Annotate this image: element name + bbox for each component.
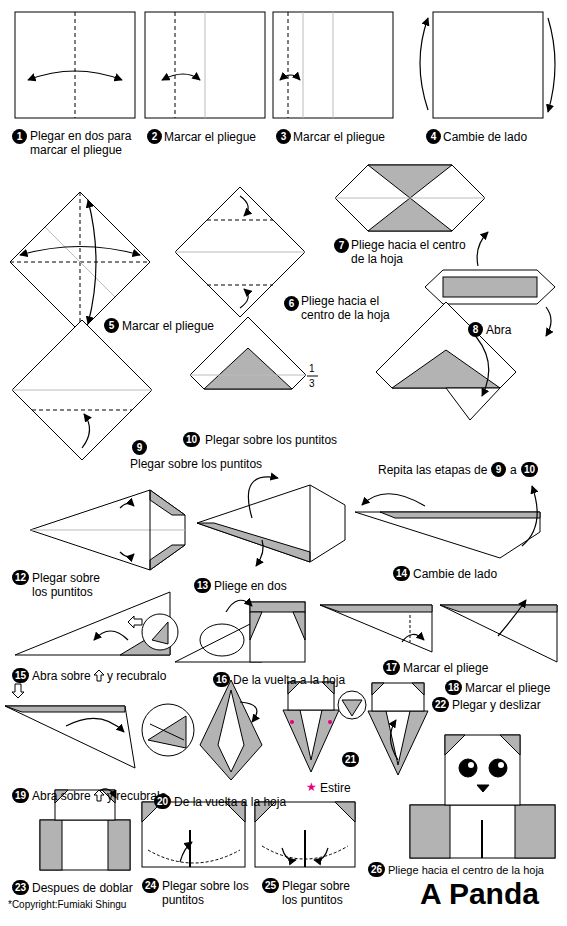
callout-number: 10: [183, 432, 200, 447]
step-caption: Marcar el pliege: [465, 681, 550, 695]
callout-number: 24: [142, 878, 159, 893]
callout-number: 9: [132, 440, 147, 455]
step-caption: Plegar sobre los puntitos: [32, 571, 110, 599]
step-caption: Pliege hacia el centro de la hoja: [351, 238, 466, 266]
callout-number: 1: [12, 129, 27, 144]
callout-number: 14: [393, 566, 410, 581]
step-caption: Plegar en dos para marcar el pliegue: [30, 129, 140, 157]
callout-number: 20: [154, 794, 171, 809]
step-caption: De la vuelta a la hoja: [174, 795, 286, 809]
callout-number: 25: [262, 878, 279, 893]
step-caption: Plegar sobre los puntitos: [162, 879, 254, 907]
callout-number: 21: [342, 752, 359, 767]
step-caption: Pliege hacia el centro de la hoja: [388, 863, 544, 877]
callout-number: 7: [334, 238, 349, 253]
callout-number: 17: [383, 660, 400, 675]
callout-number: 22: [432, 697, 449, 712]
callout-number: 3: [276, 129, 291, 144]
step-caption: Marcar el pliegue: [122, 319, 214, 333]
step-caption: Despues de doblar: [32, 881, 133, 895]
fraction-digit: 3: [309, 378, 315, 390]
callout-number: 9: [491, 462, 506, 477]
title: A Panda: [420, 878, 539, 910]
callout-number: 8: [468, 322, 483, 337]
copyright-note: *Copyright:Fumiaki Shingu: [8, 899, 126, 911]
step-caption: Abra sobre: [32, 789, 91, 803]
step-caption: a: [510, 463, 517, 477]
step-caption: Repita las etapas de: [378, 463, 487, 477]
step-caption: Plegar y deslizar: [452, 698, 541, 712]
callout-number: 23: [12, 880, 29, 895]
callout-number: 26: [368, 862, 385, 877]
step-caption: Marcar el pliegue: [164, 130, 256, 144]
callout-number: 12: [12, 570, 29, 585]
step-caption: Plegar sobre los puntitos: [282, 879, 360, 907]
step-caption: Plegar sobre los puntitos: [205, 433, 337, 447]
step-caption: De la vuelta a la hoja: [233, 673, 345, 687]
open-arrow-symbol: [94, 790, 104, 801]
step-caption: Cambie de lado: [443, 130, 527, 144]
callout-number: 15: [12, 668, 29, 683]
step-caption: Abra: [486, 323, 511, 337]
step-caption: Pliege en dos: [214, 579, 287, 593]
step-caption: Estire: [320, 781, 351, 795]
fraction-digit: 1: [309, 363, 315, 375]
callout-number: 6: [284, 296, 299, 311]
step-caption: Abra sobre: [32, 669, 91, 683]
callout-number: 13: [194, 578, 211, 593]
step-caption: Pliege hacia el centro de la hoja: [301, 294, 411, 322]
step-caption: Cambie de lado: [413, 567, 497, 581]
star-mark: ★: [306, 780, 317, 794]
callout-number: 19: [12, 788, 29, 803]
callout-number: 10: [521, 462, 538, 477]
callout-number: 4: [426, 129, 441, 144]
callout-number: 16: [213, 672, 230, 687]
open-arrow-symbol: [94, 670, 104, 681]
callout-number: 2: [147, 129, 162, 144]
step-caption: Marcar el pliege: [403, 661, 488, 675]
callout-number: 5: [104, 318, 119, 333]
step-caption: Plegar sobre los puntitos: [130, 457, 262, 471]
step-caption: Marcar el pliegue: [293, 130, 385, 144]
callout-number: 18: [445, 680, 462, 695]
step-caption: y recubralo: [107, 669, 166, 683]
